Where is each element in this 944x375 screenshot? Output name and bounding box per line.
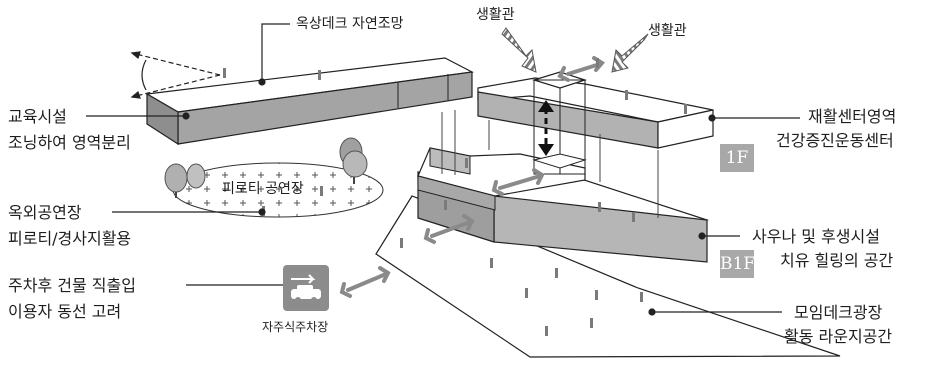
floor-badge-b1f: B1F xyxy=(720,250,755,278)
tree-icon xyxy=(339,137,368,184)
deck-label-line1: 모임데크광장 xyxy=(794,303,883,322)
floor-badge-1f: 1F xyxy=(720,144,754,172)
approach-arrow-left xyxy=(501,27,537,73)
piloti-stage-label: 피로티 공연장 xyxy=(222,181,304,197)
rehab-label-line1: 재활센터영역 xyxy=(808,107,897,126)
approach-arrow-right xyxy=(611,33,649,73)
outdoor-label-line2: 피로티/경사지활용 xyxy=(8,229,132,248)
view-angle-icon xyxy=(130,51,221,99)
circulation-arrow xyxy=(423,214,475,244)
mid-block-face xyxy=(417,175,496,211)
vertical-circulation-arrow xyxy=(538,100,554,156)
education-label-line2: 조닝하여 영역분리 xyxy=(8,133,131,152)
outdoor-label-line1: 옥외공연장 xyxy=(8,203,82,222)
circulation-arrow xyxy=(339,266,391,298)
mid-block-wall xyxy=(429,147,471,175)
tree-icon xyxy=(164,163,206,198)
education-label-line1: 교육시설 xyxy=(8,107,67,126)
rehab-bar-side xyxy=(657,109,714,149)
living-hall-label-right: 생활관 xyxy=(648,23,687,39)
upper-bar-end xyxy=(146,92,179,146)
living-hall-label-left: 생활관 xyxy=(476,7,515,23)
parking-caption: 자주식주차장 xyxy=(262,320,329,334)
parking-label-line1: 주차후 건물 직출입 xyxy=(8,276,136,295)
circulation-arrow xyxy=(491,168,545,196)
leader-lines xyxy=(86,23,800,316)
rooftop-deck-label: 옥상데크 자연조망 xyxy=(296,16,404,32)
car-arrow-icon xyxy=(283,265,329,311)
rehab-label-line2: 건강증진운동센터 xyxy=(776,131,894,150)
sauna-label-line1: 사우나 및 후생시설 xyxy=(752,227,880,246)
core-lower xyxy=(532,153,587,169)
sauna-label-line2: 치유 힐링의 공간 xyxy=(780,251,894,270)
parking-label-line2: 이용자 동선 고려 xyxy=(8,302,122,321)
piloti-columns xyxy=(441,110,659,218)
person-figure-icon xyxy=(223,58,687,336)
deck-label-line2: 활동 라운지공간 xyxy=(784,327,893,346)
